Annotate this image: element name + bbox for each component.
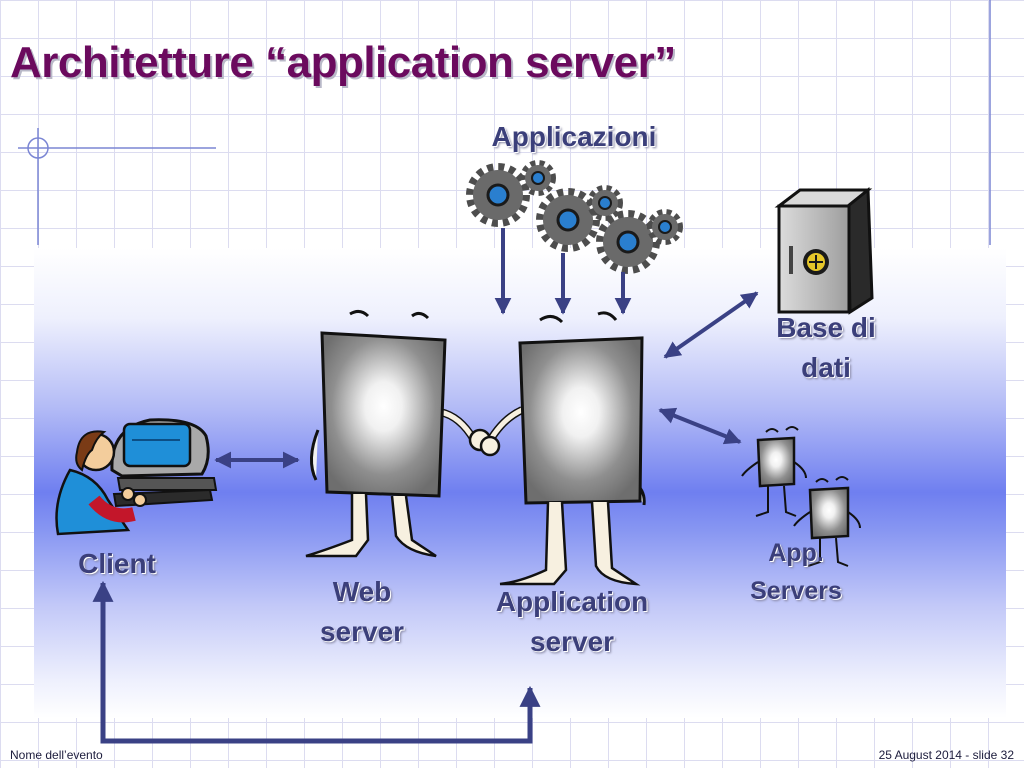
label-app-servers-line1: App. <box>768 539 824 567</box>
label-web-server-line2: server <box>319 616 405 647</box>
decoration-lines <box>18 0 991 245</box>
app-server-character-2 <box>793 476 861 567</box>
app-server-character-1 <box>741 426 807 517</box>
label-application-server-line2: server <box>529 626 615 657</box>
arrows <box>92 228 759 744</box>
label-app-servers: App. Servers <box>724 534 868 610</box>
application-server-character <box>468 311 646 586</box>
label-database: Base di dati <box>744 308 908 388</box>
web-server-character <box>305 309 478 558</box>
arrow-app-servers <box>658 407 742 445</box>
label-database-line1: Base di <box>776 312 876 343</box>
label-web-server: Web server <box>294 572 430 652</box>
footer-date-slide: 25 August 2014 - slide 32 <box>878 748 1014 762</box>
label-application-server: Application server <box>462 582 682 662</box>
label-app-servers-line2: Servers <box>750 577 842 605</box>
label-database-line2: dati <box>801 352 851 383</box>
footer-event-name: Nome dell’evento <box>10 748 103 762</box>
label-application-server-line1: Application <box>495 586 649 617</box>
client-computer-icon <box>55 418 218 536</box>
arrow-database <box>663 291 759 359</box>
arrow-client-appserver <box>92 580 541 744</box>
gears-icon <box>466 160 683 274</box>
database-safe-icon <box>774 186 874 315</box>
label-applicazioni: Applicazioni <box>491 121 657 152</box>
slide-title: Architetture “application server” <box>10 38 676 87</box>
label-client: Client <box>78 548 156 579</box>
label-web-server-line1: Web <box>332 576 392 607</box>
